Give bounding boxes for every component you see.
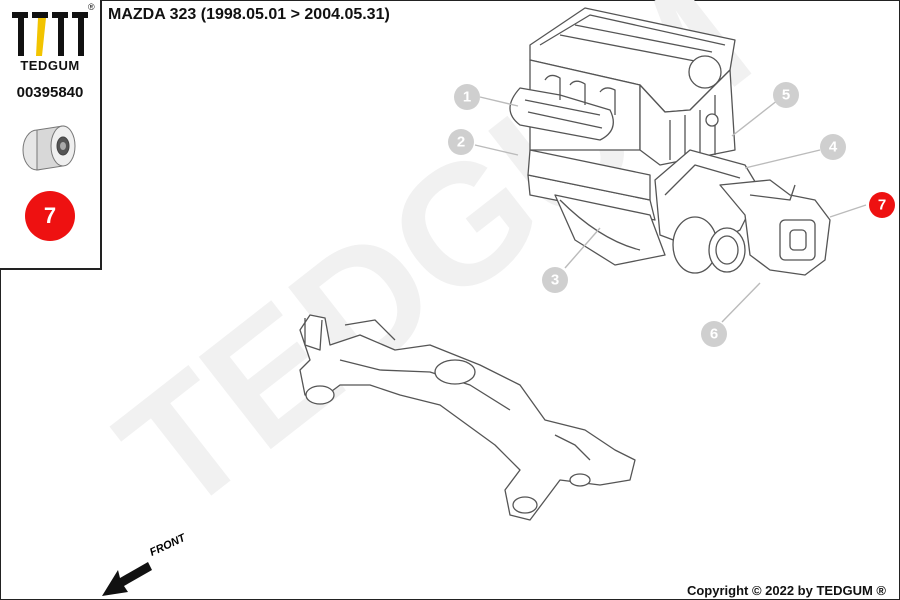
leader-line-7: [829, 204, 867, 218]
leader-line-5: [731, 99, 779, 137]
callout-7[interactable]: 7: [869, 192, 895, 218]
leader-line-1: [479, 96, 519, 107]
callout-label: 5: [782, 87, 790, 104]
engine-drawing: [509, 7, 736, 266]
callout-3[interactable]: 3: [542, 267, 568, 293]
subframe-drawing: [299, 314, 636, 521]
callout-label: 3: [551, 272, 559, 289]
front-arrow-icon: [102, 562, 152, 596]
part-info-panel: ® TEDGUM 00395840 7: [0, 0, 102, 270]
leader-lines: [474, 96, 867, 323]
position-badge[interactable]: 7: [25, 191, 75, 241]
leader-line-4: [744, 149, 821, 169]
registered-mark: ®: [88, 2, 95, 12]
callout-label: 1: [463, 89, 471, 106]
callout-label: 2: [457, 134, 465, 151]
callout-5[interactable]: 5: [773, 82, 799, 108]
leader-line-2: [474, 144, 519, 156]
callout-label: 4: [829, 139, 838, 156]
transmission-drawing: [654, 149, 831, 276]
brand-name: TEDGUM: [20, 58, 80, 73]
bushing-thumbnail: [22, 125, 76, 171]
leader-line-3: [564, 227, 601, 269]
callout-4[interactable]: 4: [820, 134, 846, 160]
callout-6[interactable]: 6: [701, 321, 727, 347]
page-title: MAZDA 323 (1998.05.01 > 2004.05.31): [108, 6, 390, 23]
copyright-text: Copyright © 2022 by TEDGUM ®: [686, 583, 886, 598]
leader-line-6: [721, 282, 761, 323]
callout-label: 6: [710, 326, 718, 343]
callout-label: 7: [878, 197, 886, 214]
part-number: 00395840: [16, 84, 84, 101]
callout-2[interactable]: 2: [448, 129, 474, 155]
callout-1[interactable]: 1: [454, 84, 480, 110]
tedgum-logo-icon: [8, 6, 92, 60]
